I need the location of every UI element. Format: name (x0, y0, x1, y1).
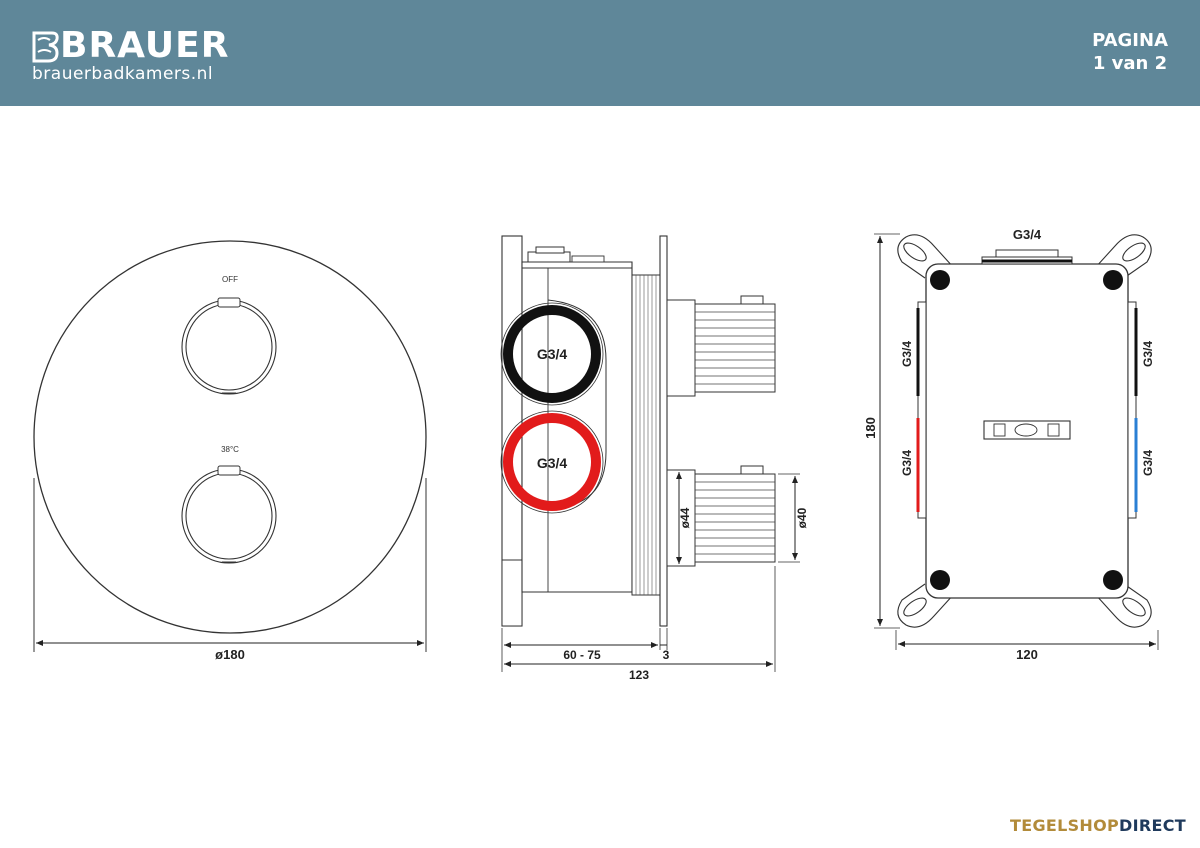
header-bar: BRAUER brauerbadkamers.nl PAGINA 1 van 2 (0, 0, 1200, 106)
port-right-lower-label: G3/4 (1141, 450, 1155, 476)
page-label: PAGINA (1092, 30, 1168, 51)
inlet-hot-ring: G3/4 (500, 410, 604, 514)
spindle-lower[interactable] (694, 465, 776, 563)
handle-lower[interactable] (181, 465, 277, 564)
screw-bottom-right (1103, 570, 1123, 590)
spirit-level (983, 420, 1071, 440)
dimension-knob-inner: ø40 (795, 507, 809, 528)
threaded-section (631, 274, 661, 596)
dimension-total: 123 (629, 668, 649, 682)
side-view: G3/4 G3/4 ø44 ø40 60 - 75 3 123 (500, 235, 809, 682)
port-top-label: G3/4 (1013, 227, 1042, 242)
spindle-upper[interactable] (694, 295, 776, 393)
label-off: OFF (222, 275, 238, 284)
footer-logo-part2: DIRECT (1119, 816, 1186, 835)
dimension-wall-depth: 60 - 75 (563, 648, 601, 662)
brand-name: BRAUER (60, 25, 230, 66)
dimension-height: 180 (863, 417, 878, 439)
page-count: 1 van 2 (1092, 53, 1168, 74)
brauer-logo-icon (32, 31, 59, 63)
footer-logo[interactable]: TEGELSHOPDIRECT (1010, 816, 1186, 835)
screw-bottom-left (930, 570, 950, 590)
back-view: G3/4 G3/4 G3/4 G3/4 G3/4 180 120 (863, 227, 1159, 662)
screw-top-right (1103, 270, 1123, 290)
dimension-plate: 3 (663, 648, 670, 662)
brand-website: brauerbadkamers.nl (32, 64, 214, 84)
cover-plate (33, 240, 427, 634)
dimension-diameter: ø180 (215, 647, 245, 662)
front-plate (659, 235, 668, 627)
inlet-upper-label: G3/4 (537, 346, 568, 362)
label-temperature: 38°C (221, 445, 239, 454)
screw-top-left (930, 270, 950, 290)
page-indicator: PAGINA 1 van 2 (1092, 29, 1168, 75)
dimension-knob-outer: ø44 (678, 507, 692, 528)
port-right-upper-label: G3/4 (1141, 341, 1155, 367)
inlet-cold-ring: G3/4 (500, 302, 604, 406)
front-view: OFF 38°C ø180 (33, 240, 427, 662)
port-left-upper-label: G3/4 (900, 341, 914, 367)
footer-logo-part1: TEGELSHOP (1010, 816, 1120, 835)
dimension-width: 120 (1016, 647, 1038, 662)
inlet-lower-label: G3/4 (537, 455, 568, 471)
port-left-lower-label: G3/4 (900, 450, 914, 476)
handle-upper[interactable] (181, 297, 277, 395)
